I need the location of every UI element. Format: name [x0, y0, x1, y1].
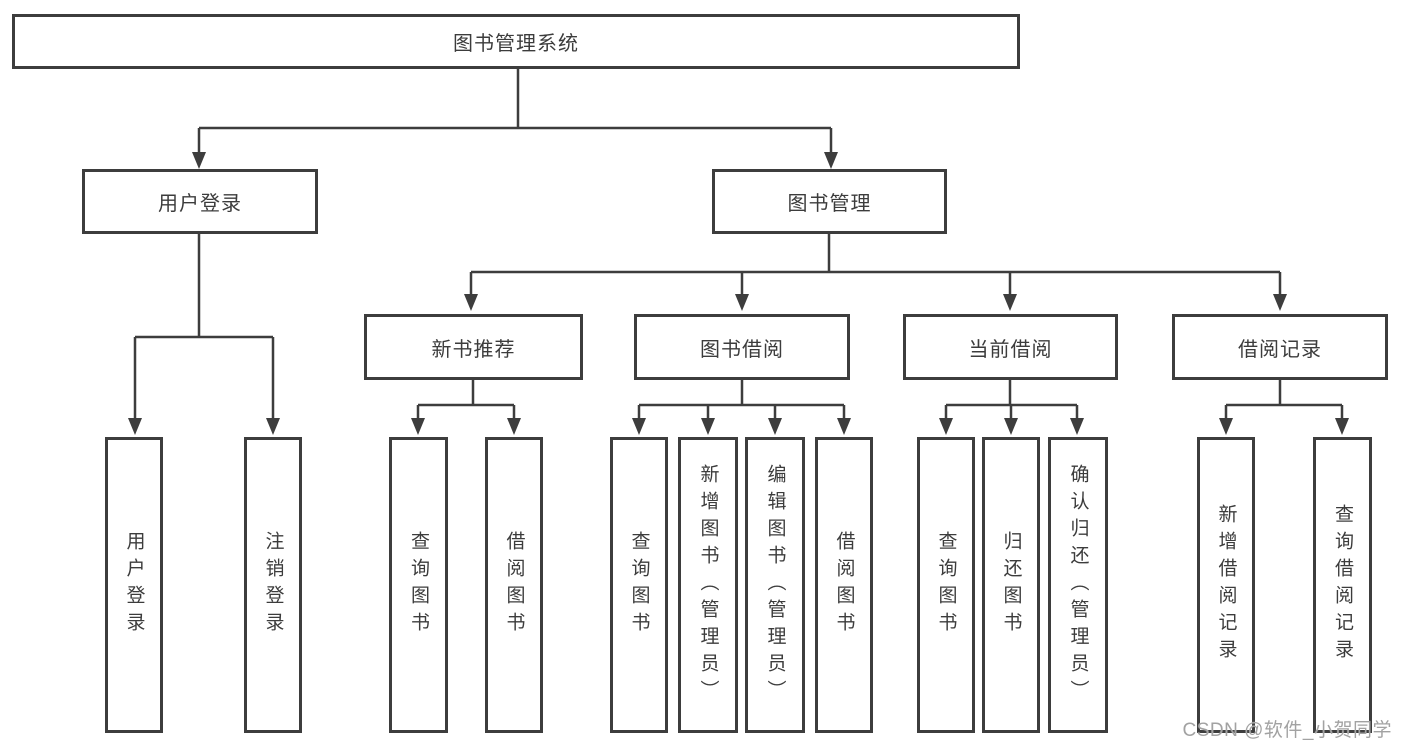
node-library-system-label: 图书管理系统 — [453, 33, 579, 55]
leaf-edit-book-admin: 编辑图书（管理员） — [745, 437, 805, 733]
node-book-borrowing: 图书借阅 — [634, 314, 850, 380]
node-book-borrowing-label: 图书借阅 — [700, 338, 784, 361]
leaf-query-books-current: 查询图书 — [917, 437, 975, 733]
node-user-login-label: 用户登录 — [158, 193, 242, 215]
leaf-confirm-return-admin: 确认归还（管理员） — [1048, 437, 1108, 733]
leaf-user-login-label: 用户登录 — [123, 531, 145, 639]
node-library-system: 图书管理系统 — [12, 14, 1020, 69]
leaf-logout-label: 注销登录 — [262, 531, 284, 639]
node-borrowing-records-label: 借阅记录 — [1238, 338, 1322, 361]
leaf-return-book: 归还图书 — [982, 437, 1040, 733]
node-new-book-recommend: 新书推荐 — [364, 314, 583, 380]
leaf-return-book-label: 归还图书 — [1000, 531, 1022, 639]
csdn-watermark: CSDN @软件_小贺同学 — [1182, 720, 1392, 741]
node-current-borrowing-label: 当前借阅 — [968, 338, 1053, 361]
node-borrowing-records: 借阅记录 — [1172, 314, 1388, 380]
leaf-query-books-borrowing: 查询图书 — [610, 437, 668, 733]
leaf-user-login: 用户登录 — [105, 437, 163, 733]
leaf-query-books-current-label: 查询图书 — [935, 531, 957, 639]
leaf-borrow-books-label: 借阅图书 — [833, 531, 855, 639]
leaf-query-books-recommend-label: 查询图书 — [408, 531, 429, 639]
leaf-query-borrow-record-label: 查询借阅记录 — [1332, 504, 1353, 666]
node-book-management: 图书管理 — [712, 169, 947, 234]
node-current-borrowing: 当前借阅 — [903, 314, 1118, 380]
leaf-add-borrow-record-label: 新增借阅记录 — [1215, 504, 1237, 666]
leaf-query-borrow-record: 查询借阅记录 — [1313, 437, 1372, 733]
node-user-login: 用户登录 — [82, 169, 318, 234]
leaf-add-borrow-record: 新增借阅记录 — [1197, 437, 1255, 733]
leaf-borrow-books-recommend-label: 借阅图书 — [503, 531, 525, 639]
leaf-logout: 注销登录 — [244, 437, 302, 733]
leaf-add-book-admin-label: 新增图书（管理员） — [697, 463, 719, 707]
leaf-confirm-return-admin-label: 确认归还（管理员） — [1067, 463, 1089, 707]
leaf-query-books-borrowing-label: 查询图书 — [628, 531, 650, 639]
node-book-management-label: 图书管理 — [787, 193, 872, 215]
leaf-edit-book-admin-label: 编辑图书（管理员） — [764, 463, 786, 707]
leaf-query-books-recommend: 查询图书 — [389, 437, 448, 733]
leaf-borrow-books: 借阅图书 — [815, 437, 873, 733]
leaf-borrow-books-recommend: 借阅图书 — [485, 437, 543, 733]
leaf-add-book-admin: 新增图书（管理员） — [678, 437, 738, 733]
node-new-book-recommend-label: 新书推荐 — [431, 338, 516, 361]
